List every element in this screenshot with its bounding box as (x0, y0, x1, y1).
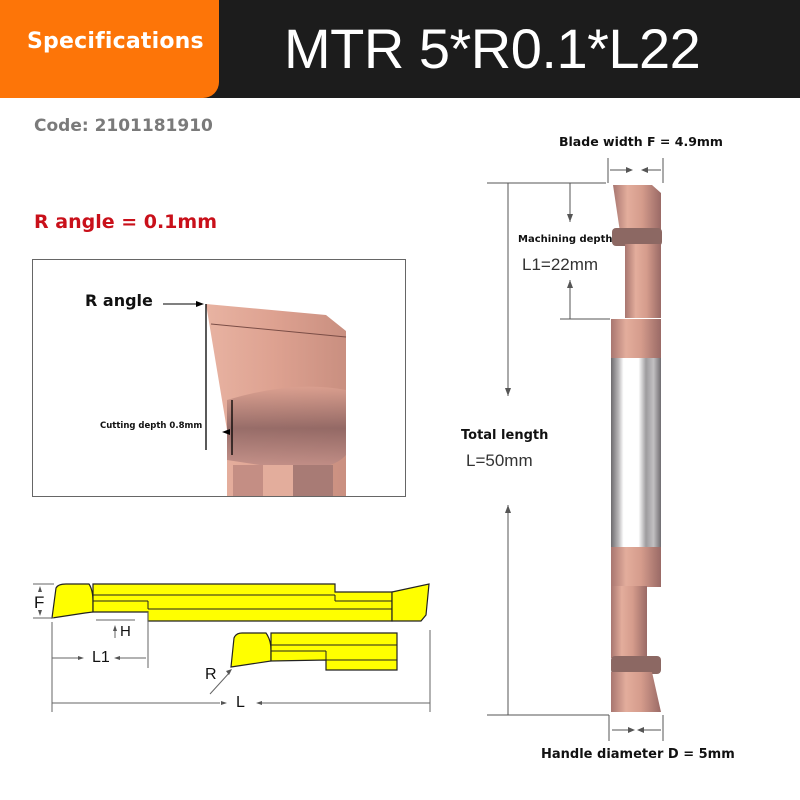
r-angle-spec: R angle = 0.1mm (34, 211, 217, 233)
tip-detail-view: R angle Cutting depth 0.8mm (32, 259, 406, 497)
product-code: Code: 2101181910 (34, 116, 213, 136)
product-title: MTR 5*R0.1*L22 (284, 17, 701, 80)
header-bar: Specifications MTR 5*R0.1*L22 (0, 0, 800, 98)
specifications-tab: Specifications (0, 0, 219, 98)
total-length-value: L=50mm (466, 451, 533, 470)
label-R: R (205, 666, 217, 683)
machining-depth-label: Machining depth (518, 234, 613, 245)
total-length-label: Total length (461, 428, 549, 443)
tool-tip-illustration (163, 301, 347, 496)
handle-diameter-label: Handle diameter D = 5mm (541, 747, 735, 762)
machining-depth-value: L1=22mm (522, 255, 599, 274)
label-F: F (34, 593, 45, 612)
label-L1: L1 (92, 649, 110, 666)
label-H: H (120, 623, 131, 640)
specifications-label: Specifications (27, 29, 204, 54)
label-L: L (236, 694, 245, 711)
blade-width-label: Blade width F = 4.9mm (559, 134, 723, 149)
r-angle-label: R angle (85, 291, 153, 310)
cutting-depth-label: Cutting depth 0.8mm (100, 421, 203, 431)
